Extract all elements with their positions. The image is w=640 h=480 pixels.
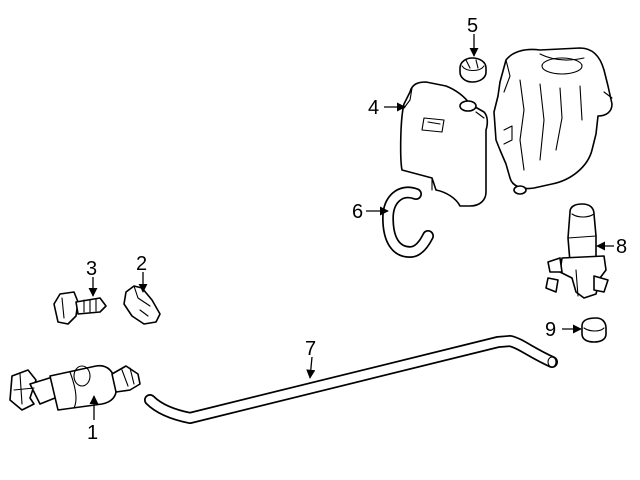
grommet-part-9 — [581, 317, 607, 343]
leader-7 — [306, 356, 316, 379]
leader-lines — [88, 34, 614, 420]
callout-9: 9 — [545, 319, 556, 341]
reservoir-cover-part-4 — [399, 81, 489, 207]
washer-nozzle-part-1 — [9, 364, 141, 411]
washer-hose-part-7 — [144, 335, 558, 424]
callout-labels: 1 2 3 4 5 6 7 8 9 — [86, 15, 627, 444]
reservoir-tank — [493, 47, 613, 195]
callout-1: 1 — [87, 422, 98, 444]
bolt-part-3 — [53, 291, 107, 325]
reservoir-cap-part-5 — [459, 57, 487, 83]
washer-pump-part-8 — [545, 203, 609, 299]
callout-5: 5 — [467, 15, 478, 37]
callout-2: 2 — [136, 253, 147, 275]
curved-hose-part-6 — [381, 186, 434, 259]
callout-6: 6 — [352, 201, 363, 223]
callout-3: 3 — [86, 258, 97, 280]
callout-4: 4 — [368, 97, 379, 119]
callout-8: 8 — [616, 236, 627, 258]
clip-part-2 — [123, 285, 161, 325]
callout-7: 7 — [305, 338, 316, 360]
